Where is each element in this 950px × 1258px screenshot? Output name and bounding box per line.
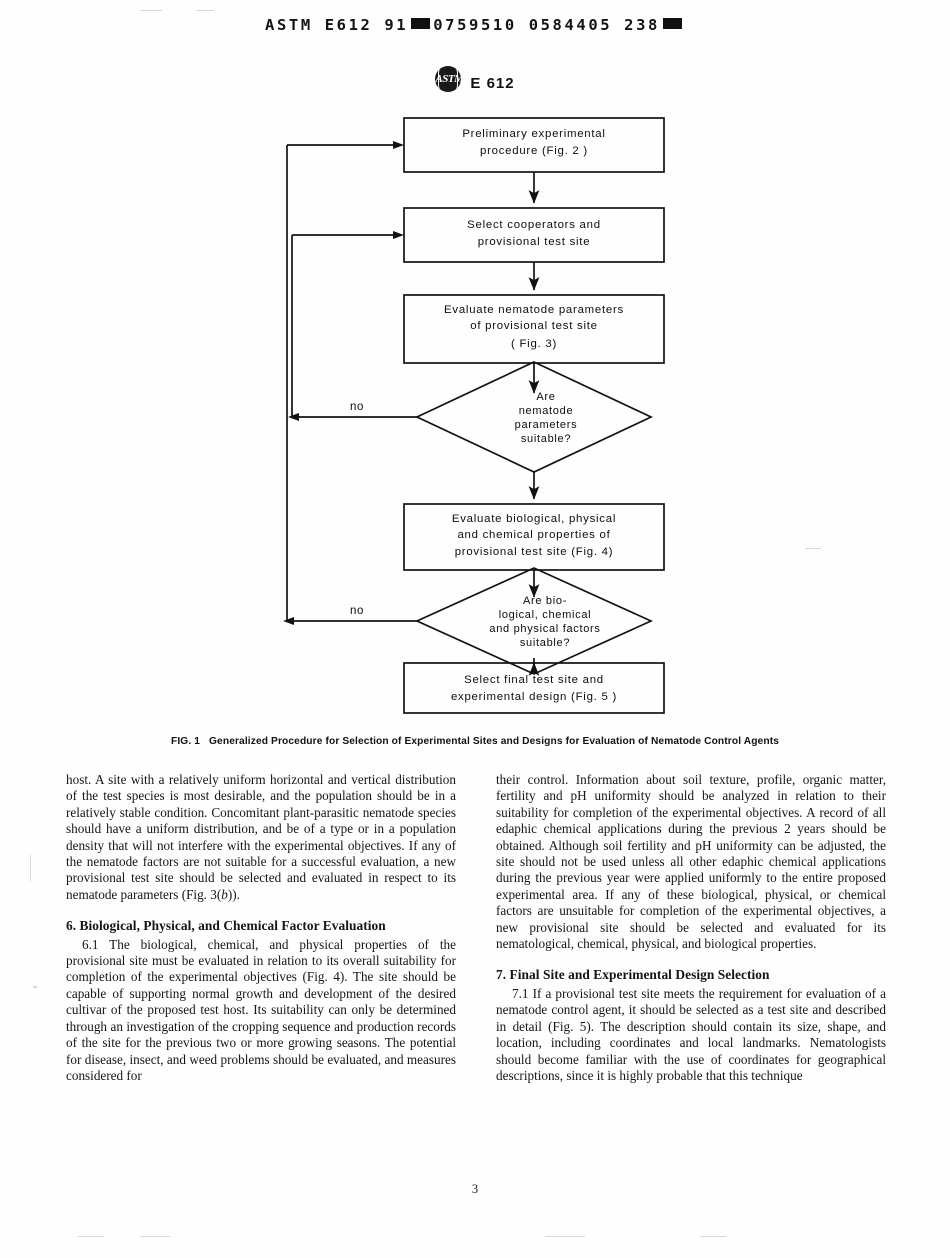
flow-node-box1-line-1: Preliminary experimental: [462, 128, 605, 140]
figure-number: FIG. 1: [170, 736, 201, 747]
spec-header: ASTM E 612: [0, 66, 950, 93]
scan-artifact-bottom-4: [700, 1236, 726, 1237]
scan-artifact-top-right: [196, 10, 214, 11]
right-paragraph-1-text: their control. Information about soil te…: [496, 772, 886, 919]
flow-node-box1: Preliminary experimental procedure (Fig.…: [403, 117, 665, 173]
left-paragraph-1-tail-pre: (Fig. 3(: [181, 886, 222, 902]
scan-artifact-bottom-2: [140, 1236, 170, 1237]
flow-edge-label-no-1: no: [350, 401, 364, 413]
flow-node-box2-line-1: Select cooperators and: [467, 219, 601, 231]
right-column: their control. Information about soil te…: [496, 772, 886, 1192]
scan-artifact-right-tick: [805, 548, 821, 549]
section-heading-7: 7. Final Site and Experimental Design Se…: [496, 967, 770, 983]
flow-node-diamond1-line-1: Are: [536, 391, 555, 403]
flow-edge-diamond2-no: no: [283, 141, 417, 625]
section-heading-6: 6. Biological, Physical, and Chemical Fa…: [66, 918, 386, 934]
figure-caption: FIG. 1 Generalized Procedure for Selectio…: [0, 736, 950, 747]
right-paragraph-7-1: 7.1 If a provisional test site meets the…: [496, 985, 886, 1083]
spec-designation: E 612: [470, 75, 515, 92]
flow-node-diamond2-line-2: logical, chemical: [499, 609, 592, 621]
right-paragraph-1-continuation: completion of the experimental objective…: [496, 903, 887, 952]
scan-artifact-bottom-1: [78, 1236, 104, 1237]
left-paragraph-1: host. A site with a relatively uniform h…: [66, 772, 456, 903]
flow-node-box4-line-2: and chemical properties of: [457, 529, 610, 541]
left-paragraph-1-tail-post: )).: [227, 886, 240, 902]
flow-node-diamond2-line-3: and physical factors: [489, 623, 600, 635]
flow-node-diamond1-line-2: nematode: [519, 405, 574, 417]
left-column: host. A site with a relatively uniform h…: [66, 772, 456, 1192]
ocr-standard-designation: ASTM E612 91: [265, 16, 409, 34]
flow-node-box5-line-1: Select final test site and: [464, 674, 604, 686]
flow-node-diamond1-line-4: suitable?: [521, 433, 571, 445]
flow-node-box4-line-3: provisional test site (Fig. 4): [455, 546, 614, 558]
flow-node-box2: Select cooperators and provisional test …: [403, 207, 665, 263]
flow-node-box1-line-2: procedure (Fig. 2 ): [480, 145, 588, 157]
left-paragraph-6-1: 6.1 The biological, chemical, and physic…: [66, 936, 456, 1083]
flow-node-box3-line-2: of provisional test site: [470, 320, 598, 332]
flow-node-box2-line-2: provisional test site: [478, 236, 591, 248]
flow-node-diamond2-line-1: Are bio-: [523, 595, 567, 607]
scan-artifact-top-left: [140, 10, 162, 11]
flowchart-figure: Preliminary experimental procedure (Fig.…: [0, 100, 950, 725]
flow-node-box4: Evaluate biological, physical and chemic…: [403, 503, 665, 571]
page-number: 3: [471, 1182, 479, 1196]
flow-node-box3-line-3: ( Fig. 3): [511, 338, 557, 350]
right-paragraph-1: their control. Information about soil te…: [496, 772, 886, 952]
flow-node-box3: Evaluate nematode parameters of provisio…: [403, 294, 665, 364]
scan-artifact-bottom-3: [545, 1236, 585, 1237]
left-paragraph-1-tail-italic: b: [221, 886, 228, 902]
scan-artifact-left-tick: [30, 855, 31, 881]
ocr-barcode-numbers: 0759510 0584405 238: [433, 16, 660, 34]
flow-node-diamond2-line-4: suitable?: [520, 637, 570, 649]
flow-node-box3-line-1: Evaluate nematode parameters: [444, 304, 624, 316]
barcode-block-left-icon: [411, 18, 431, 29]
flow-edge-label-no-2: no: [350, 605, 364, 617]
body-columns: host. A site with a relatively uniform h…: [66, 772, 886, 1192]
scan-artifact-left-dot: [33, 986, 37, 988]
flow-edge-diamond1-no: no: [288, 231, 417, 421]
flow-node-box5-line-2: experimental design (Fig. 5 ): [451, 691, 617, 703]
barcode-block-right-icon: [662, 18, 682, 29]
astm-logo-icon: ASTM: [435, 66, 462, 92]
flow-node-diamond1-line-3: parameters: [515, 419, 578, 431]
flow-node-box4-line-1: Evaluate biological, physical: [452, 513, 616, 525]
left-paragraph-1-text: host. A site with a relatively uniform h…: [66, 772, 456, 902]
figure-caption-text: Generalized Procedure for Selection of E…: [209, 736, 779, 747]
flow-node-box5: Select final test site and experimental …: [403, 658, 665, 714]
ocr-header-line: ASTM E612 91 0759510 0584405 238: [0, 16, 950, 34]
